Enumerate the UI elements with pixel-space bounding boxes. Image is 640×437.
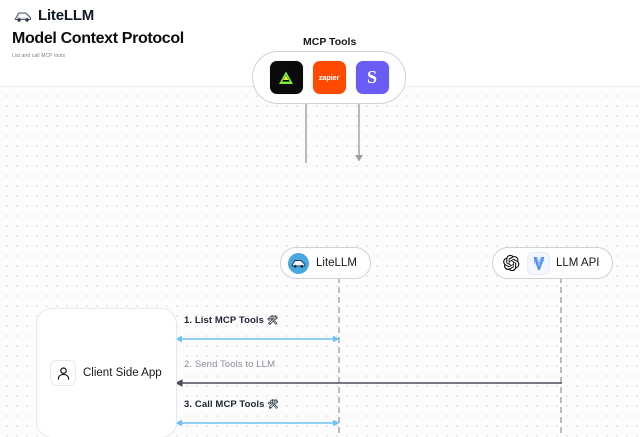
message-2-label: 2. Send Tools to LLM xyxy=(184,359,275,370)
person-icon xyxy=(51,361,75,385)
litellm-node-label: LiteLLM xyxy=(316,257,357,269)
mcp-tools-group-label: MCP Tools xyxy=(303,36,357,48)
message-3-label: 3. Call MCP Tools 🛠 xyxy=(184,399,279,410)
llm-api-lifeline xyxy=(560,277,562,437)
llm-api-node-label: LLM API xyxy=(556,257,600,269)
llm-api-node[interactable]: LLM API xyxy=(492,247,614,279)
flow-canvas[interactable]: Client Side App LiteLLM xyxy=(0,86,640,437)
message-2-text: 2. Send Tools to LLM xyxy=(184,359,276,370)
mcp-tools-group: zapier S xyxy=(252,51,406,104)
litellm-node[interactable]: LiteLLM xyxy=(280,247,371,279)
message-1-text: 1. List MCP Tools xyxy=(184,315,264,326)
brand-name: LiteLLM xyxy=(38,7,95,24)
page-subtitle: List and call MCP tools xyxy=(12,53,66,59)
vertex-ai-logo-icon xyxy=(528,252,549,274)
tools-icon: 🛠 xyxy=(267,315,279,325)
client-side-app-content: Client Side App xyxy=(51,361,162,385)
message-1-label: 1. List MCP Tools 🛠 xyxy=(184,315,279,326)
message-3-text: 3. Call MCP Tools xyxy=(184,399,265,410)
litellm-logo-icon xyxy=(288,252,309,274)
tools-icon: 🛠 xyxy=(267,399,280,409)
zapier-tool-icon[interactable]: zapier xyxy=(312,61,346,94)
litellm-lifeline xyxy=(338,277,340,437)
brand-row: LiteLLM xyxy=(14,7,94,24)
client-side-app-node[interactable]: Client Side App xyxy=(36,308,177,437)
slack-tool-icon[interactable]: S xyxy=(355,61,389,94)
litellm-truck-icon xyxy=(14,9,32,23)
client-side-app-label: Client Side App xyxy=(83,367,162,379)
openai-logo-icon xyxy=(500,252,521,274)
page-title: Model Context Protocol xyxy=(12,30,184,47)
linear-tool-icon[interactable] xyxy=(269,61,303,94)
